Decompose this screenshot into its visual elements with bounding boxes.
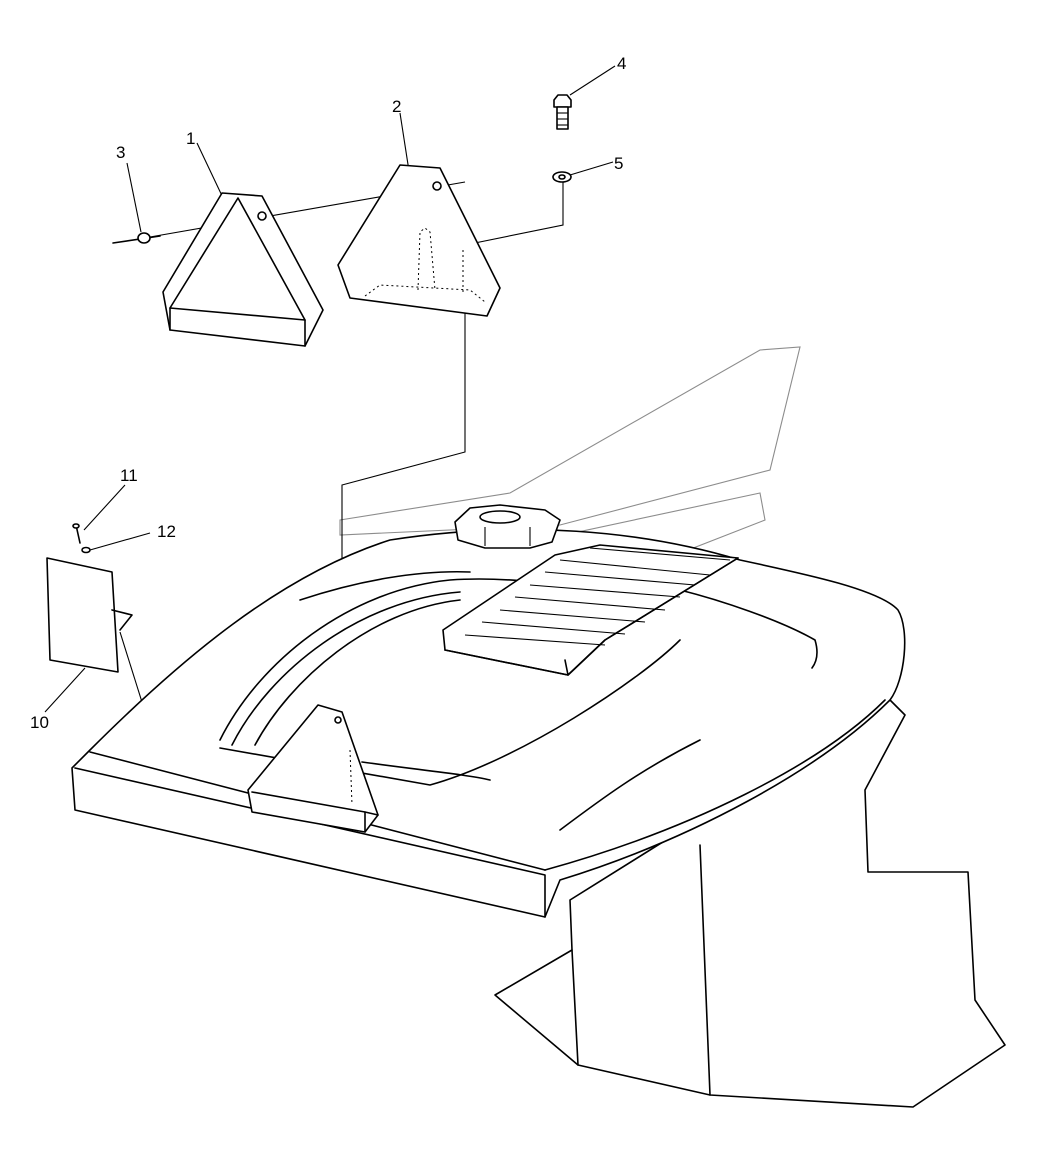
washer-5 [552, 171, 572, 183]
callout-11: 11 [120, 466, 138, 485]
reflector-bracket-2 [337, 164, 501, 317]
callout-12: 12 [157, 522, 176, 541]
reflector-triangle-1 [162, 192, 324, 347]
callout-5: 5 [614, 154, 623, 173]
washer-12 [81, 546, 91, 554]
callout-labels: 1 2 3 4 5 10 11 12 [30, 54, 626, 732]
bolt-4 [553, 94, 572, 130]
tractor-hood [71, 528, 906, 918]
license-plate-10 [46, 557, 133, 673]
vent-grille [442, 544, 739, 676]
callout-2: 2 [392, 97, 401, 116]
callout-10: 10 [30, 713, 49, 732]
leader-lines [44, 65, 616, 786]
fuel-cap [454, 504, 561, 549]
callout-4: 4 [617, 54, 626, 73]
screw-11 [72, 523, 81, 544]
lynch-pin-3 [112, 232, 161, 244]
callout-1: 1 [186, 129, 195, 148]
tractor-column-base [494, 699, 1006, 1108]
mounted-reflector [247, 704, 379, 833]
callout-3: 3 [116, 143, 125, 162]
